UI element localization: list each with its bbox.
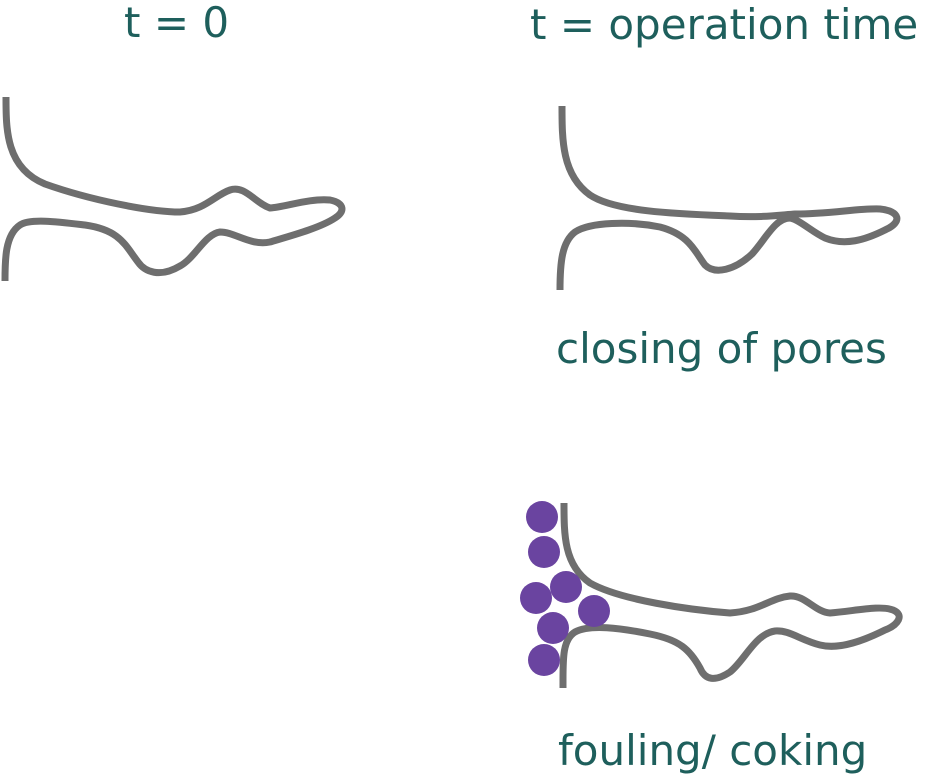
- initial-time-label: t = 0: [124, 0, 230, 47]
- fouling-coking-caption: fouling/ coking: [558, 726, 868, 775]
- closing-of-pores-caption: closing of pores: [556, 324, 887, 373]
- pore-closing: [556, 105, 901, 291]
- pore-fouling-upper-wall: [559, 502, 903, 689]
- operation-time-label: t = operation time: [530, 0, 919, 49]
- pore-initial-upper-wall: [1, 96, 346, 282]
- particle-1: [526, 501, 558, 533]
- particle-2: [528, 536, 560, 568]
- particle-3: [550, 571, 582, 603]
- particle-5: [578, 595, 610, 627]
- pore-closing-upper-wall: [556, 105, 901, 291]
- pore-fouling: [520, 501, 903, 689]
- particle-6: [537, 612, 569, 644]
- particle-4: [520, 582, 552, 614]
- particle-7: [528, 644, 560, 676]
- pore-initial: [1, 96, 346, 282]
